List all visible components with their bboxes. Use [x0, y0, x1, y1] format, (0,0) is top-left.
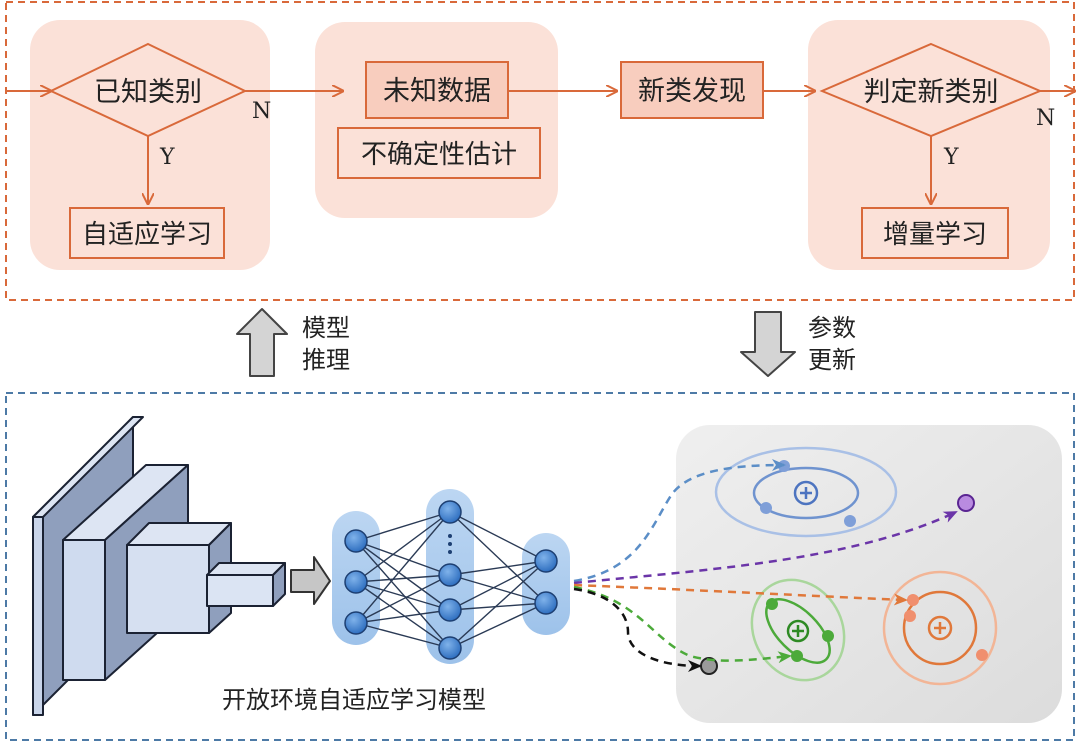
adaptive-learning-box [69, 207, 225, 259]
bottom-model-frame [5, 392, 1075, 741]
uncertainty-estimation-box [337, 127, 541, 179]
orange-cluster [882, 570, 998, 686]
incremental-learning-box [861, 207, 1009, 259]
assignment-arrows [573, 459, 958, 672]
incremental-learning-label: 增量学习 [883, 220, 987, 250]
up-arrow-icon [236, 308, 288, 377]
green-cluster [750, 578, 846, 682]
uncertainty-estimation-label: 不确定性估计 [361, 140, 517, 170]
feature-space-panel [676, 425, 1062, 723]
unknown-data-box [365, 61, 509, 119]
down-arrow-icon [740, 311, 796, 377]
model-inference-line1: 模型 [302, 314, 350, 342]
panel-unknown-data [315, 22, 558, 218]
judge-new-class-label: 判定新类别 [864, 77, 999, 108]
neural-network [332, 489, 570, 664]
judge-new-class-diamond [819, 42, 1043, 138]
new-class-discovery-box [620, 61, 764, 119]
top-flow-arrows [6, 91, 1074, 203]
known-class-diamond [48, 42, 248, 138]
no-label-2: N [1036, 106, 1055, 131]
model-caption: 开放环境自适应学习模型 [222, 686, 486, 714]
known-class-label: 已知类别 [94, 77, 202, 108]
unknown-data-label: 未知数据 [383, 76, 491, 107]
param-update-line1: 参数 [808, 314, 856, 342]
input-arrow-icon [290, 556, 331, 605]
purple-outlier-point [957, 494, 975, 512]
adaptive-learning-label: 自适应学习 [82, 220, 212, 250]
yes-label-2: Y [943, 145, 959, 170]
param-update-line2: 更新 [808, 346, 856, 374]
no-label-1: N [252, 99, 271, 124]
top-process-frame [5, 1, 1075, 301]
cnn-feature-blocks [32, 416, 286, 716]
yes-label-1: Y [159, 145, 175, 170]
new-class-discovery-label: 新类发现 [638, 76, 746, 107]
model-inference-line2: 推理 [302, 346, 350, 374]
